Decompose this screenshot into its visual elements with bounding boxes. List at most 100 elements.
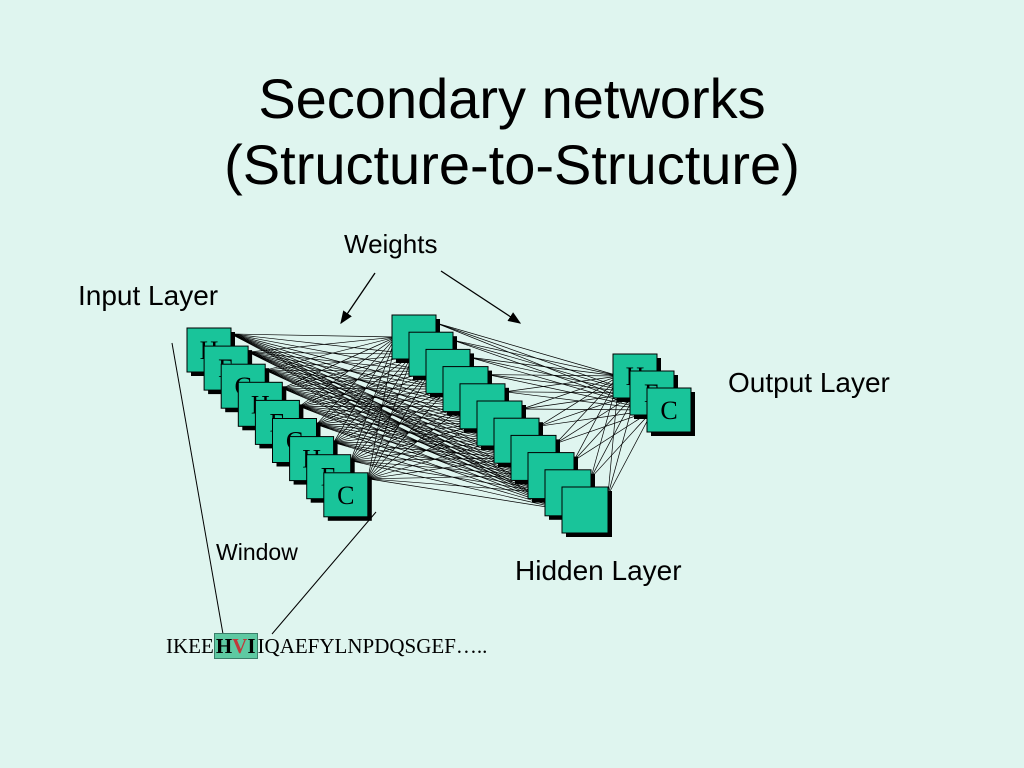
weight-edge [265,369,567,511]
weight-edge [521,375,620,410]
weight-edge [452,339,620,377]
output-unit-c [646,387,692,433]
window-residue-h: H [215,634,233,658]
window-residue-v: V [232,634,248,658]
input-layer-units: HECHECHEC [186,327,372,521]
weight-edge [504,375,620,393]
input-unit-c [323,472,369,518]
weight-edge [555,375,620,444]
hidden-unit [561,486,609,534]
weights-arrows [340,270,522,325]
weights-arrow-left [340,272,376,325]
window-residue-i: I [247,634,256,658]
weight-edge [607,409,654,496]
weight-edge [538,375,620,427]
weights-arrow-right [440,270,522,324]
weight-edge [367,354,414,479]
weight-edge [316,336,397,425]
weight-edge [350,336,397,461]
weight-edge [265,369,499,442]
hidden-layer-label: Hidden Layer [515,555,682,586]
input-unit-c-letter: C [337,481,354,510]
title-line-2: (Structure-to-Structure) [224,133,800,196]
weight-edge [248,351,414,355]
output-layer-label: Output Layer [728,367,890,398]
weight-edge [248,351,465,407]
weight-edge [230,333,397,338]
weight-edge [350,457,516,462]
weight-edge [350,460,550,494]
weight-edge [367,371,431,479]
weight-edge [282,387,499,442]
weight-edge [350,460,567,511]
output-layer-units: HEC [612,353,695,436]
weight-edge [299,371,431,407]
weights-label: Weights [344,229,438,259]
weight-edge [230,333,499,442]
weight-edge [316,424,550,494]
weight-edge [282,387,567,511]
weight-edge [573,375,620,461]
weight-edge [282,336,397,389]
weight-edge [282,387,516,459]
weight-edge [265,369,465,407]
weight-edge [316,424,516,459]
weight-edge [316,423,482,425]
weight-edge [487,374,620,377]
weight-edge [333,405,465,443]
weight-edge [367,478,550,494]
weight-edge [299,406,550,494]
window-lines [171,342,377,635]
weight-edge [367,406,465,480]
window-line-right [271,511,377,635]
weight-connections [230,322,654,511]
weight-edge [230,333,567,511]
weight-edge [469,357,620,377]
hidden-layer-units [391,314,612,537]
weight-edge [247,351,516,459]
weight-edge [299,406,516,459]
weight-edge [248,336,397,353]
weight-edge [247,351,482,424]
weight-edge [333,336,397,443]
sequence-window: HVI [213,633,258,659]
weight-edge [265,369,431,372]
protein-sequence: IKEEHVIIQAEFYLNPDQSGEF….. [166,633,487,659]
weight-edge [333,440,499,443]
weight-edge [265,369,516,459]
weight-edge [367,475,533,480]
weight-edge [265,369,550,494]
weight-edge [367,388,448,480]
weight-edge [247,351,499,442]
output-unit-c-letter: C [660,396,677,425]
weight-edge [299,336,397,407]
weight-edge [299,406,499,442]
weight-edge [247,351,550,494]
weight-edge [299,406,482,424]
weight-edge [265,369,482,424]
weight-edge [333,442,516,459]
weight-edge [230,333,414,355]
weight-edge [230,333,465,407]
weight-edge [316,424,567,511]
window-label: Window [216,539,298,565]
weight-edge [230,333,482,424]
weight-edge [367,457,516,480]
weight-edge [282,387,465,407]
weight-edge [265,336,397,371]
slide-title: Secondary networks (Structure-to-Structu… [0,66,1024,198]
weight-edge [367,423,482,480]
weight-edge [316,424,499,442]
weight-edge [282,387,482,424]
weight-edge [282,387,550,494]
weight-edge [230,333,431,372]
weight-edge [299,406,567,511]
weight-edge [316,405,465,425]
weight-edge [230,333,516,459]
title-line-1: Secondary networks [258,67,766,130]
input-layer-label: Input Layer [78,280,219,311]
weight-edge [367,440,499,480]
weight-edge [367,478,567,511]
weight-edge [247,351,567,511]
